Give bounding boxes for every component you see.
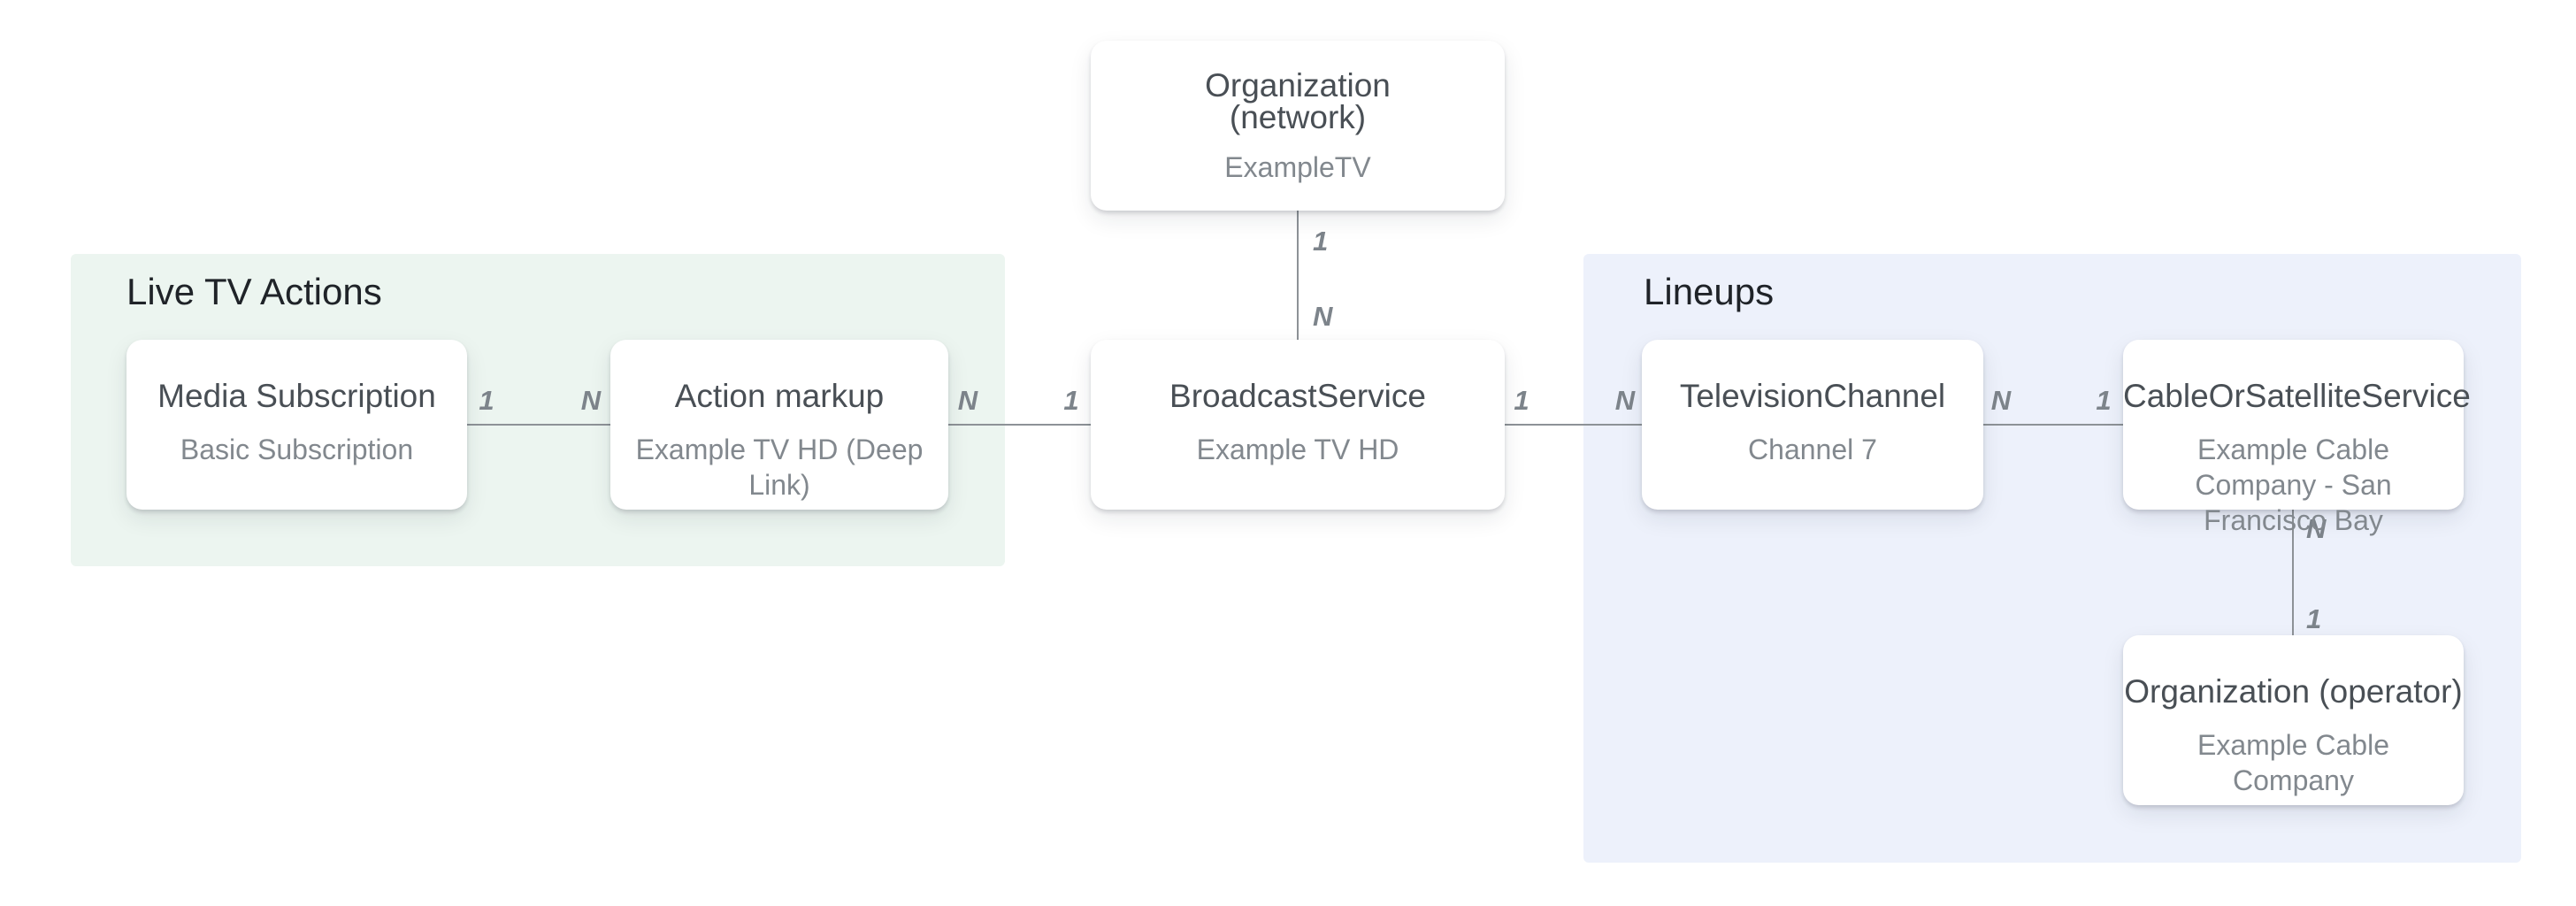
node-title: Organization (network)	[1091, 67, 1505, 135]
cardinality-label: N	[580, 385, 602, 416]
node-title: Action markup	[674, 378, 885, 414]
node-title-line: Organization	[1205, 67, 1391, 104]
node-title-line: (network)	[1229, 99, 1367, 135]
cardinality-label: 1	[2096, 385, 2112, 416]
connector-channel-to-cable-line	[1983, 424, 2123, 426]
node-title: Organization (operator)	[2124, 673, 2463, 710]
live-tv-actions-region-label: Live TV Actions	[126, 271, 382, 312]
cardinality-label: N	[1614, 385, 1636, 416]
connector-cable-to-operator-line	[2292, 510, 2294, 635]
cardinality-label: 1	[479, 385, 494, 416]
node-action-markup: Action markup Example TV HD (Deep Link)	[610, 340, 948, 510]
connector-network-to-broadcast-line	[1297, 211, 1299, 340]
node-subtitle: Example Cable Company	[2197, 729, 2389, 796]
node-subtitle: Example Cable Company - San Francisco Ba…	[2195, 434, 2392, 536]
cardinality-label: 1	[1063, 385, 1079, 416]
lineups-region-label: Lineups	[1644, 271, 1775, 312]
cardinality-label: N	[1313, 301, 1333, 332]
node-title: Media Subscription	[157, 378, 436, 414]
cardinality-label: N	[957, 385, 978, 416]
node-organization-network: Organization (network) ExampleTV	[1091, 41, 1505, 211]
node-title: BroadcastService	[1169, 378, 1426, 414]
cardinality-label: 1	[1313, 226, 1329, 257]
node-cable-or-satellite-service: CableOrSatelliteService Example Cable Co…	[2123, 340, 2471, 536]
connector-media-to-action-line	[467, 424, 610, 426]
node-television-channel: TelevisionChannel Channel 7	[1642, 340, 1983, 510]
node-subtitle: Example TV HD	[1196, 434, 1399, 465]
cardinality-label: 1	[2306, 603, 2322, 634]
node-broadcast-service: BroadcastService Example TV HD	[1091, 340, 1505, 510]
connector-action-to-broadcast-line	[948, 424, 1091, 426]
cardinality-label: N	[2306, 513, 2327, 544]
node-organization-operator: Organization (operator) Example Cable Co…	[2123, 635, 2464, 805]
node-subtitle: Channel 7	[1748, 434, 1877, 465]
cardinality-label: N	[1990, 385, 2012, 416]
node-title: CableOrSatelliteService	[2123, 378, 2471, 414]
node-media-subscription: Media Subscription Basic Subscription	[126, 340, 467, 510]
node-subtitle: Basic Subscription	[180, 434, 414, 465]
node-subtitle: ExampleTV	[1224, 151, 1371, 183]
cardinality-label: 1	[1514, 385, 1530, 416]
node-subtitle: Example TV HD (Deep Link)	[635, 434, 924, 501]
connector-broadcast-to-channel-line	[1505, 424, 1642, 426]
node-title: TelevisionChannel	[1679, 378, 1946, 414]
